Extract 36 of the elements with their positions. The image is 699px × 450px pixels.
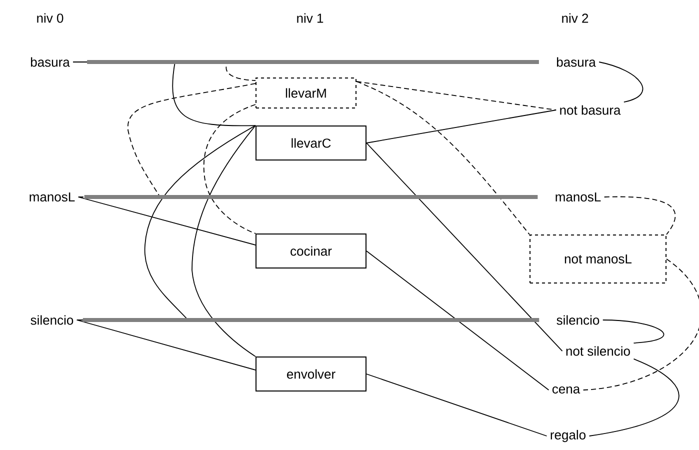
action-box: cocinar bbox=[256, 234, 366, 268]
dashed-link bbox=[203, 104, 256, 234]
link-line bbox=[366, 250, 550, 390]
proposition-label: basura bbox=[556, 57, 596, 67]
dashed-link bbox=[356, 81, 530, 235]
proposition-label: regalo bbox=[550, 430, 586, 442]
proposition-label: silencio bbox=[30, 315, 74, 325]
persistence-bar bbox=[82, 318, 540, 322]
proposition-label: silencio bbox=[556, 315, 600, 325]
action-box: llevarM bbox=[256, 78, 356, 108]
link-line bbox=[366, 142, 563, 352]
link-line bbox=[588, 358, 680, 436]
proposition-label: cena bbox=[552, 386, 580, 394]
link-line bbox=[76, 320, 256, 370]
level-header: niv 2 bbox=[562, 13, 588, 23]
proposition-label: not basura bbox=[560, 105, 621, 115]
proposition-box: not manosL bbox=[530, 234, 666, 284]
persistence-bar bbox=[87, 60, 539, 64]
action-box: llevarC bbox=[256, 126, 366, 160]
proposition-label: not silencio bbox=[566, 346, 630, 356]
link-line bbox=[78, 196, 256, 246]
proposition-label: manosL bbox=[30, 192, 75, 202]
dashed-link bbox=[582, 258, 699, 390]
link-line bbox=[366, 110, 557, 144]
link-line bbox=[192, 125, 256, 357]
dashed-link bbox=[356, 81, 557, 110]
proposition-label: manosL bbox=[556, 192, 601, 202]
persistence-bar bbox=[84, 195, 538, 199]
level-header: niv 0 bbox=[37, 13, 64, 23]
link-line bbox=[598, 62, 644, 102]
dashed-link bbox=[604, 196, 676, 235]
proposition-label: basura bbox=[30, 57, 70, 67]
link-line bbox=[602, 320, 664, 344]
action-box: envolver bbox=[256, 356, 366, 392]
level-header: niv 1 bbox=[297, 13, 324, 23]
link-line bbox=[366, 374, 548, 436]
